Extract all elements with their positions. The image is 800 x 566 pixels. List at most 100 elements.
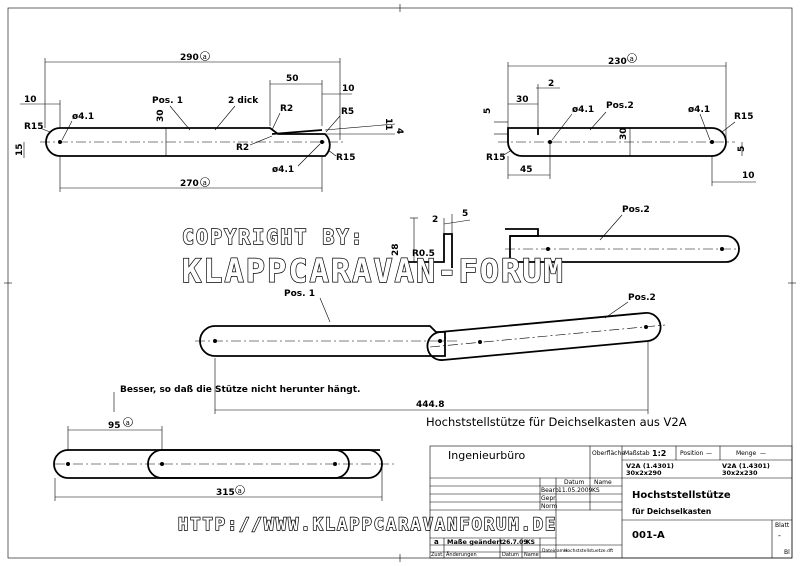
rev-marker-circle	[123, 417, 133, 427]
leader	[699, 113, 711, 141]
drawing-subtitle: für Deichselkasten	[632, 507, 711, 516]
pos1-label: Pos. 1	[152, 96, 183, 106]
leader	[319, 297, 331, 323]
scale-label: Maßstab	[624, 450, 650, 457]
file-label: Dateiname:	[542, 548, 568, 554]
r15-left: R15	[24, 122, 43, 132]
qty-value: —	[760, 450, 766, 457]
watermark-url: HTTP://WWW.KLAPPCARAVANFORUM.DE	[178, 515, 557, 535]
material-1: V2A (1.4301)	[626, 462, 674, 470]
dim-10-right: 10	[342, 84, 355, 94]
dim-95: 95	[108, 421, 121, 431]
view-pos1: 290 a 50 10 10 ø4.1 Pos. 1 2 dick R15 30…	[15, 51, 404, 192]
bearb-date: 11.05.2009	[558, 487, 593, 494]
angle-4: 4	[394, 128, 404, 134]
view-assembly: Pos. 1 Pos.2 444.8 Besser, so daß die St…	[113, 289, 687, 429]
material-1-size: 30x2x290	[626, 469, 662, 477]
dim-5-left: 5	[483, 108, 493, 114]
dim-30: 30	[156, 109, 166, 122]
view-pos2-side: Pos.2	[505, 205, 740, 263]
leader	[327, 149, 337, 157]
dim-2: 2	[548, 79, 554, 89]
qty-label: Menge	[736, 450, 756, 457]
material-2-size: 30x2x230	[722, 469, 758, 477]
dim-444-8: 444.8	[416, 400, 444, 410]
hole	[546, 247, 550, 251]
dim-45: 45	[520, 165, 533, 175]
dim-15: 15	[15, 143, 25, 156]
rev-marker: a	[238, 487, 242, 495]
row-bearb: Bearb.	[541, 487, 561, 494]
pos1-hole-right-label: ø4.1	[272, 165, 294, 175]
leader	[721, 121, 736, 133]
watermark-line1: COPYRIGHT BY:	[182, 225, 365, 249]
hole	[438, 339, 442, 343]
caption: Hochststellstütze für Deichselkasten aus…	[426, 415, 687, 429]
note: Besser, so daß die Stütze nicht herunter…	[120, 385, 360, 395]
leader	[501, 149, 513, 157]
leader	[271, 112, 281, 131]
dim-30-top: 30	[516, 95, 529, 105]
dim-315: 315	[216, 488, 235, 498]
view-bottom: 95 a 315 a	[53, 417, 395, 501]
dim-10-left: 10	[24, 95, 37, 105]
rev-marker-circle	[200, 177, 210, 187]
file-name: Hochststellstuetze.dft	[564, 548, 613, 554]
leader	[599, 214, 623, 241]
rev-marker: a	[630, 55, 634, 63]
company: Ingenieurbüro	[448, 449, 525, 462]
rev-marker-circle	[200, 51, 210, 61]
pos2-side-label: Pos.2	[622, 205, 650, 215]
leader	[39, 127, 51, 133]
leader	[325, 115, 341, 133]
view-detail: 2 5 28 R0.5	[391, 209, 471, 268]
leader	[589, 111, 607, 131]
date-col: Datum	[564, 479, 584, 486]
hole	[478, 340, 482, 344]
leader	[61, 120, 73, 141]
dim-line	[443, 219, 471, 225]
r15-right: R15	[336, 153, 355, 163]
sheet-label: Blatt	[775, 522, 790, 529]
assembly-pos1-label: Pos. 1	[284, 289, 315, 299]
dim-270: 270	[180, 179, 199, 189]
pos2-side-notch	[505, 228, 539, 237]
assembly-pos1	[199, 325, 446, 357]
thickness-label: 2 dick	[228, 96, 259, 106]
rev-text: Maße geändert	[447, 538, 503, 546]
hole	[160, 462, 164, 466]
rev-index: a	[434, 538, 439, 546]
name-label: Name	[524, 552, 539, 558]
rev-marker: a	[126, 419, 130, 427]
assembly-pos2-centerline	[429, 324, 666, 348]
angle-11: 11	[383, 118, 393, 131]
rev-name: KS	[526, 539, 535, 546]
dim-line	[324, 123, 396, 131]
pos2-label: Pos.2	[606, 101, 634, 111]
pos2-hole-right	[710, 140, 714, 144]
hole	[720, 247, 724, 251]
dim-290: 290	[180, 53, 199, 63]
assembly-pos2	[426, 312, 662, 361]
pos2-hole-right-label: ø4.1	[688, 105, 710, 115]
sheet-bl: Bl	[784, 549, 790, 556]
watermark-line2: KLAPPCARAVAN-FORUM	[182, 252, 565, 290]
dim-230: 230	[608, 57, 627, 67]
row-gepr: Gepr.	[541, 495, 557, 502]
pos2-outline	[507, 127, 727, 157]
leader	[169, 105, 191, 131]
bottom-pos1	[53, 449, 383, 479]
surface-label: Oberfläche	[592, 450, 625, 457]
rev-marker-circle	[235, 485, 245, 495]
pos2-hole-label: ø4.1	[572, 105, 594, 115]
dim-5-detail: 5	[462, 209, 468, 219]
pos1-hole-left	[58, 140, 62, 144]
dim-28: 28	[391, 243, 401, 256]
leader	[604, 301, 629, 319]
sheet-value: -	[778, 531, 781, 540]
dim-50: 50	[286, 74, 299, 84]
r5: R5	[341, 107, 354, 117]
title-block: Ingenieurbüro Oberfläche Maßstab 1:2 Pos…	[429, 445, 793, 559]
dim-30-vertical: 30	[619, 127, 629, 140]
bearb-name: KS	[592, 487, 600, 494]
